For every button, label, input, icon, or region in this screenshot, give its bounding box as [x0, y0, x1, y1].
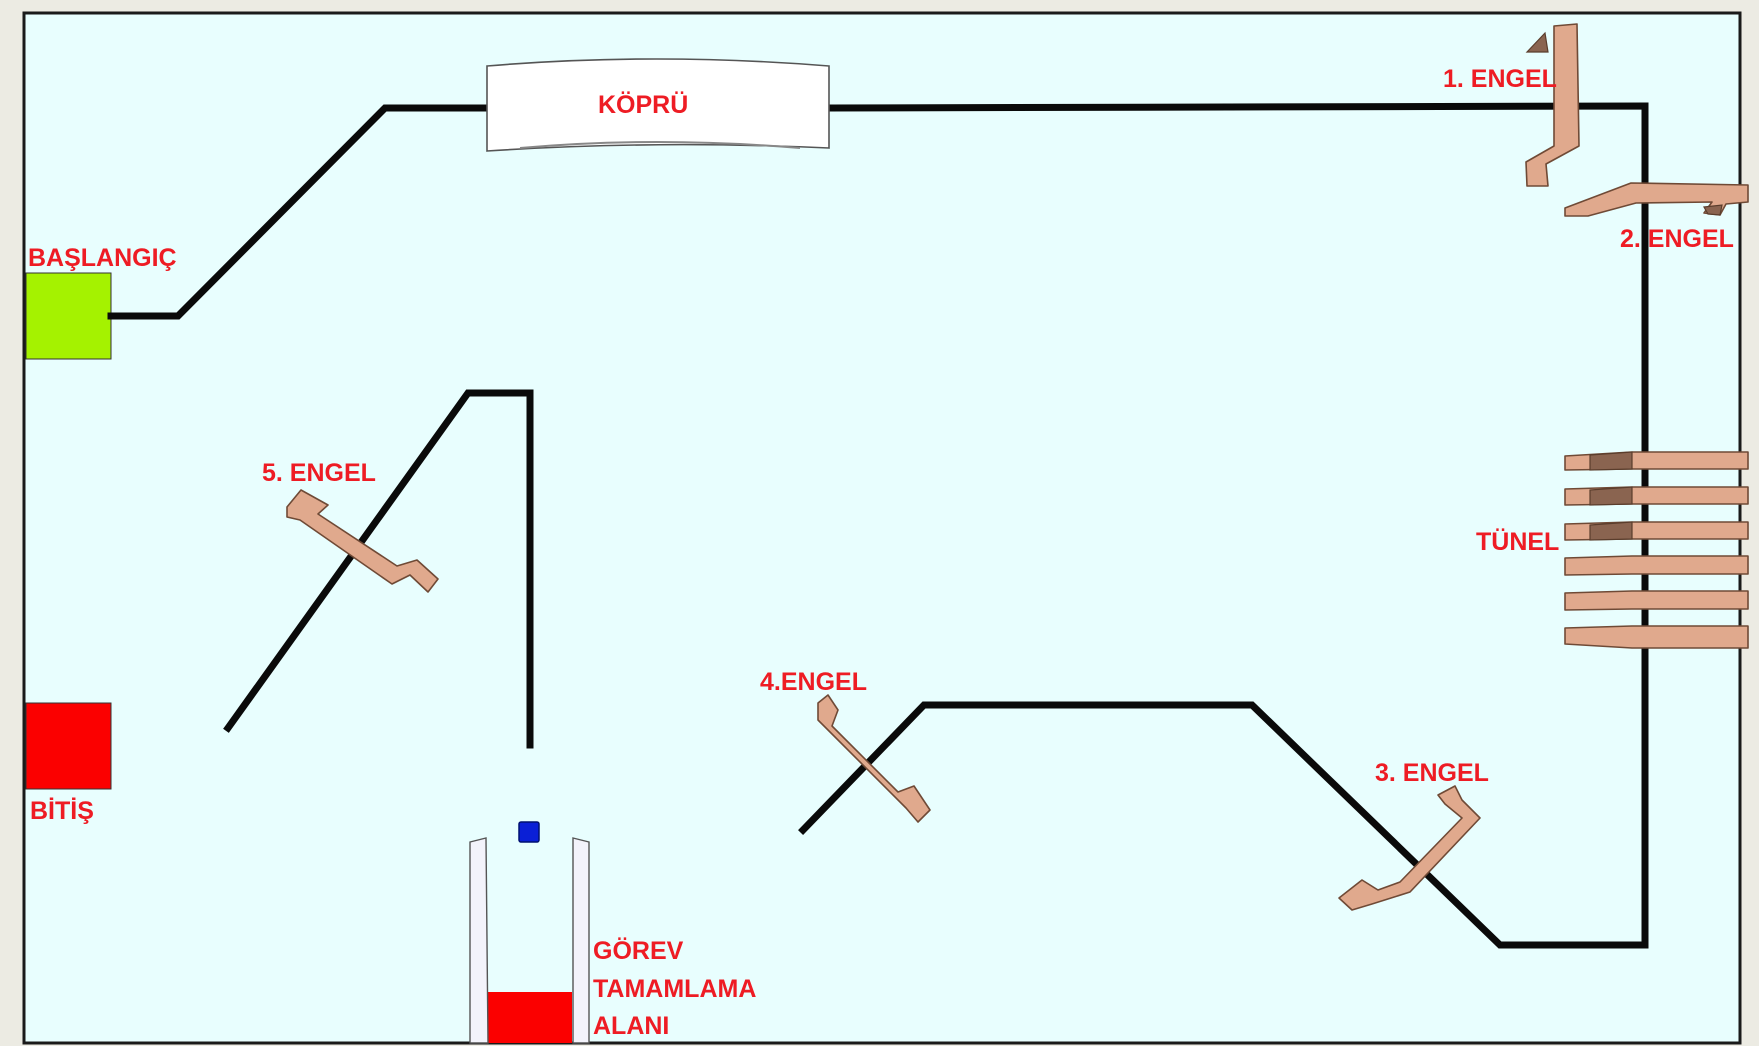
- line-start-to-bridge: [107, 104, 494, 320]
- label-obstacle-1: 1. ENGEL: [1443, 65, 1557, 93]
- label-obstacle-5: 5. ENGEL: [262, 459, 376, 487]
- tunnel: [1564, 451, 1749, 649]
- label-start: BAŞLANGIÇ: [28, 244, 177, 272]
- task-completion-area: [469, 837, 590, 1044]
- obstacle-4: [817, 694, 931, 823]
- label-task-line-2: TAMAMLAMA: [593, 975, 756, 1003]
- task-zone-red: [488, 992, 572, 1043]
- start-zone: [25, 272, 112, 360]
- label-tunnel: TÜNEL: [1476, 527, 1559, 556]
- bridge: [486, 58, 830, 152]
- obstacle-5: [286, 489, 439, 593]
- label-finish: BİTİŞ: [30, 797, 94, 825]
- label-bridge: KÖPRÜ: [598, 90, 688, 119]
- line-bridge-to-tunnel: [798, 102, 1649, 949]
- label-obstacle-2: 2. ENGEL: [1620, 225, 1734, 253]
- label-task-line-1: GÖREV: [593, 936, 684, 965]
- label-obstacle-4: 4.ENGEL: [760, 668, 867, 696]
- finish-zone: [25, 702, 112, 790]
- obstacle-3: [1338, 785, 1481, 911]
- line-section-5: [223, 389, 534, 749]
- blue-cube: [518, 821, 540, 843]
- label-obstacle-3: 3. ENGEL: [1375, 759, 1489, 787]
- label-task-line-3: ALANI: [593, 1012, 669, 1040]
- obstacle-2: [1564, 182, 1749, 217]
- obstacle-1: [1525, 23, 1580, 187]
